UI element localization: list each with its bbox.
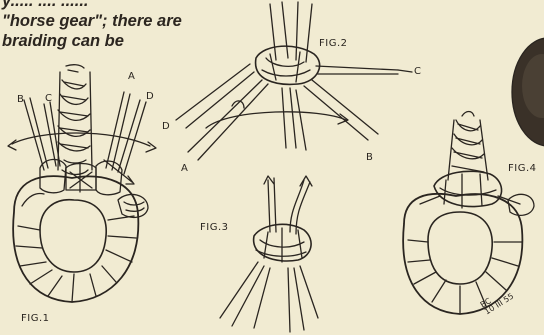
- fig4-label: FIG.4: [508, 163, 537, 174]
- fig1-strand-a: A: [128, 71, 135, 82]
- fig4-braid: [448, 112, 488, 181]
- fig2-label: FIG.2: [319, 38, 348, 49]
- fig3-label: FIG.3: [200, 222, 229, 233]
- dark-round-object: [512, 38, 544, 146]
- fig1-label: FIG.1: [21, 313, 50, 324]
- fig2-strand-b: B: [366, 152, 373, 163]
- fig2-strand-d: D: [162, 121, 170, 132]
- fig1-ring: [13, 176, 138, 302]
- figure-1-drawing: [8, 65, 156, 302]
- fig1-strands: [8, 92, 156, 184]
- figure-2-drawing: [176, 2, 412, 160]
- fig1-braid: [58, 65, 92, 175]
- figure-3-drawing: [220, 176, 318, 332]
- fig1-knot: [40, 159, 148, 217]
- fig1-strand-d: D: [146, 91, 154, 102]
- fig2-strand-a: A: [181, 163, 188, 174]
- fig1-strand-b: B: [17, 94, 24, 105]
- figure-4-drawing: [403, 112, 534, 315]
- fig2-strand-c: C: [414, 66, 421, 77]
- fig1-strand-c: C: [45, 93, 52, 104]
